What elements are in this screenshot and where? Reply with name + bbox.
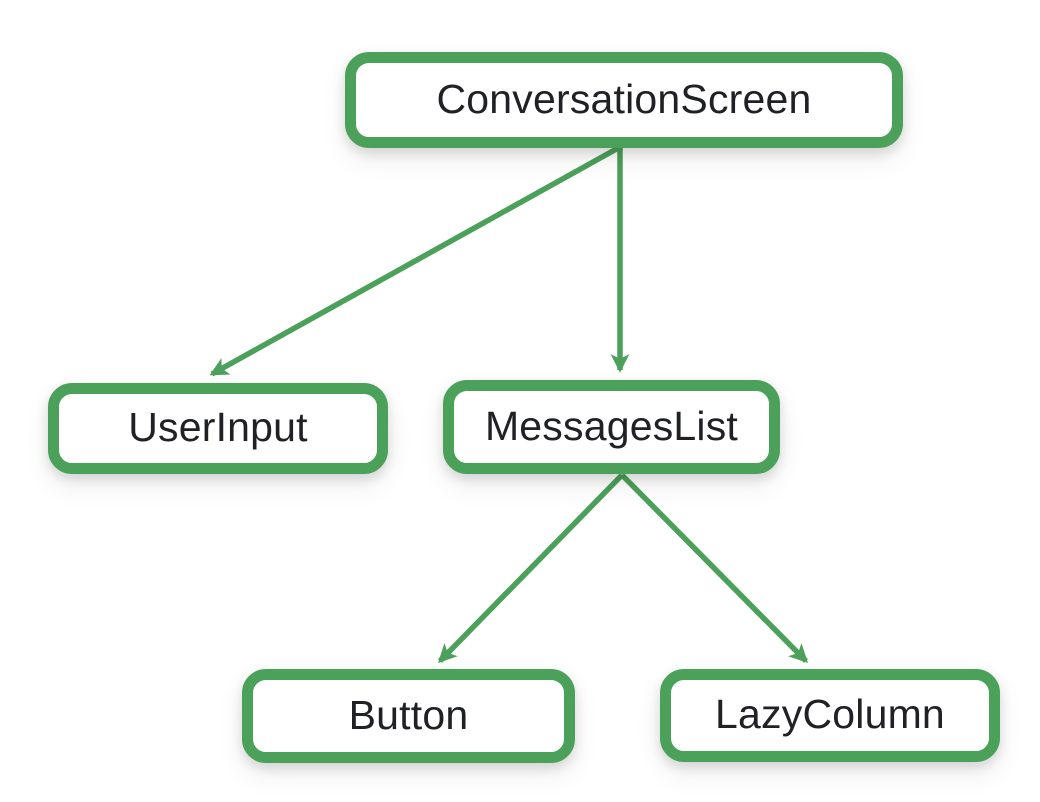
- edge-conversationscreen-userinput: [209, 144, 622, 377]
- node-messages-list: MessagesList: [443, 380, 780, 474]
- edge-messageslist-lazycolumn: [620, 473, 808, 663]
- node-button: Button: [242, 669, 575, 763]
- node-label-user-input: UserInput: [128, 404, 308, 450]
- node-conversation-screen: ConversationScreen: [345, 52, 903, 148]
- node-label-messages-list: MessagesList: [484, 402, 739, 449]
- edge-messageslist-button: [438, 473, 624, 664]
- node-label-button: Button: [348, 691, 469, 738]
- node-label-conversation-screen: ConversationScreen: [436, 75, 812, 122]
- node-label-lazy-column: LazyColumn: [715, 691, 945, 737]
- node-lazy-column: LazyColumn: [660, 669, 1000, 762]
- node-user-input: UserInput: [48, 383, 388, 474]
